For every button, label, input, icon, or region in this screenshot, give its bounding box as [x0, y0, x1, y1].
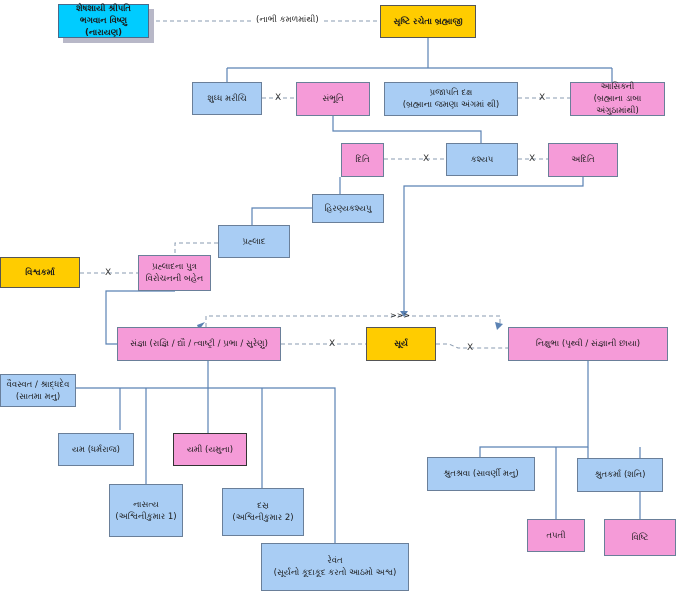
edge-label-arrows: >>>: [390, 311, 411, 320]
node-daksha-line2: (બ્રહ્માના જમણા અંગમાં થી): [402, 100, 500, 110]
node-brahma: સૃષ્ટિ રચેતા બ્રહ્માજી: [380, 5, 476, 38]
marriage-x-6: X: [329, 339, 336, 349]
node-tapati: તપતી: [527, 519, 585, 552]
node-yam-line1: યમ (ધર્મરાજ): [72, 444, 120, 455]
node-sambhuti-line1: સંભૂતિ: [322, 94, 344, 104]
node-vaivasvat-line1: વૈવસ્વત / શ્રાદ્ધદેવ: [6, 379, 70, 390]
node-nasatya: નાસત્ય (અશ્વિનીકુમાર 1): [109, 484, 183, 537]
node-revant: રેવંત (સૂર્યનો કૂદાકૂદ કરતો આઠમો અશ્વ): [261, 543, 409, 591]
node-shrutashrava: શ્રુતશ્રવા (સાવર્ણી મનુ): [427, 457, 535, 491]
node-revant-line1: રેવંત: [327, 556, 343, 566]
node-dasra-line2: (અશ્વિનીકુમાર 2): [232, 513, 294, 523]
node-sambhuti: સંભૂતિ: [296, 82, 370, 116]
node-vaivasvat-line2: (સાતમા મનુ): [15, 391, 61, 402]
node-virochan-sister: પ્રહ્લાદના પુત્ર વિરોચનની બહેન: [138, 255, 211, 291]
marriage-x-3: X: [423, 154, 430, 164]
node-vishnu: શેષશાયી શ્રીપતિ ભગવાન વિષ્ણુ (નારાયણ): [58, 4, 149, 38]
node-diti: દિતિ: [341, 143, 384, 177]
node-diti-line1: દિતિ: [355, 155, 370, 165]
node-surya: સૂર્ય: [366, 327, 436, 361]
node-tapati-line1: તપતી: [546, 530, 566, 541]
node-nasatya-line2: (અશ્વિનીકુમાર 1): [115, 511, 177, 522]
node-prajapati-daksha: પ્રજાપતિ દક્ષ (બ્રહ્માના જમણા અંગમાં થી): [384, 82, 518, 116]
node-vishti: વિષ્ટિ: [604, 519, 676, 556]
marriage-x-2: X: [539, 93, 546, 103]
node-sangna: સંજ્ઞા (રાજ્ઞિ / દ્યૌ / ત્વાષ્ટ્રી / પ્ર…: [117, 327, 281, 361]
node-nasatya-line1: નાસત્ય: [133, 499, 159, 510]
edge-label-navel: (નાભી કમળમાંથી): [254, 15, 321, 26]
node-prahlad: પ્રહ્લાદ: [218, 225, 290, 258]
node-virochan-line2: વિરોચનની બહેન: [145, 274, 204, 284]
node-nikshubha-line1: નિક્ષુભા (પૃથ્વી / સંજ્ઞાની છાયા): [535, 339, 641, 349]
node-aditi-line1: અદિતિ: [571, 155, 595, 165]
node-vishti-line1: વિષ્ટિ: [631, 532, 649, 543]
node-vishnu-line2: (નારાયણ): [84, 28, 123, 38]
marriage-x-5: X: [105, 268, 112, 278]
node-kashyap: કશ્યપ: [446, 143, 518, 176]
node-shuddh-line1: શુધ્ધ મરીચિ: [207, 93, 247, 104]
node-shrutashrava-line1: શ્રુતશ્રવા (સાવર્ણી મનુ): [443, 469, 519, 479]
node-dasra-line1: દસ્ર: [257, 501, 269, 511]
node-prahlad-line1: પ્રહ્લાદ: [242, 236, 266, 247]
node-nikshubha: નિક્ષુભા (પૃથ્વી / સંજ્ઞાની છાયા): [508, 327, 668, 361]
node-vaivasvat: વૈવસ્વત / શ્રાદ્ધદેવ (સાતમા મનુ): [0, 374, 76, 407]
node-yam: યમ (ધર્મરાજ): [58, 433, 134, 466]
node-virochan-line1: પ્રહ્લાદના પુત્ર: [152, 262, 197, 272]
node-vishwakarma: વિશ્વકર્મા: [0, 257, 80, 288]
marriage-x-4: X: [529, 154, 536, 164]
node-aditi: અદિતિ: [548, 143, 618, 177]
node-asikni: આસિક્ની (બ્રહ્માના ડાબા અંગુઠામાંથી): [570, 82, 665, 116]
node-sangna-line1: સંજ્ઞા (રાજ્ઞિ / દ્યૌ / ત્વાષ્ટ્રી / પ્ર…: [130, 339, 268, 349]
node-dasra: દસ્ર (અશ્વિનીકુમાર 2): [222, 488, 304, 536]
node-yami-line1: યમી (યમુના): [186, 444, 234, 455]
marriage-x-1: X: [275, 93, 282, 103]
node-hiranyakashyap: હિરણ્યકશ્યપુ: [312, 194, 384, 223]
node-asikni-line2: (બ્રહ્માના ડાબા અંગુઠામાંથી): [593, 94, 642, 116]
node-shrutakarma: શ્રુતકર્મા (શનિ): [577, 458, 663, 492]
node-hiranyakashyap-line1: હિરણ્યકશ્યપુ: [324, 203, 372, 214]
node-vishwakarma-line1: વિશ્વકર્મા: [25, 267, 55, 278]
node-yami: યમી (યમુના): [173, 433, 247, 466]
node-daksha-line1: પ્રજાપતિ દક્ષ: [429, 88, 473, 98]
node-asikni-line1: આસિક્ની: [600, 82, 635, 92]
node-surya-line1: સૂર્ય: [394, 339, 408, 349]
node-shrutakarma-line1: શ્રુતકર્મા (શનિ): [594, 470, 646, 480]
node-brahma-line1: સૃષ્ટિ રચેતા બ્રહ્માજી: [393, 16, 463, 27]
node-kashyap-line1: કશ્યપ: [470, 154, 494, 165]
node-shuddh-marichi: શુધ્ધ મરીચિ: [192, 82, 262, 115]
marriage-x-7: X: [467, 343, 474, 353]
node-vishnu-line1: શેષશાયી શ્રીપતિ ભગવાન વિષ્ણુ: [76, 4, 131, 26]
node-revant-line2: (સૂર્યનો કૂદાકૂદ કરતો આઠમો અશ્વ): [273, 568, 397, 578]
